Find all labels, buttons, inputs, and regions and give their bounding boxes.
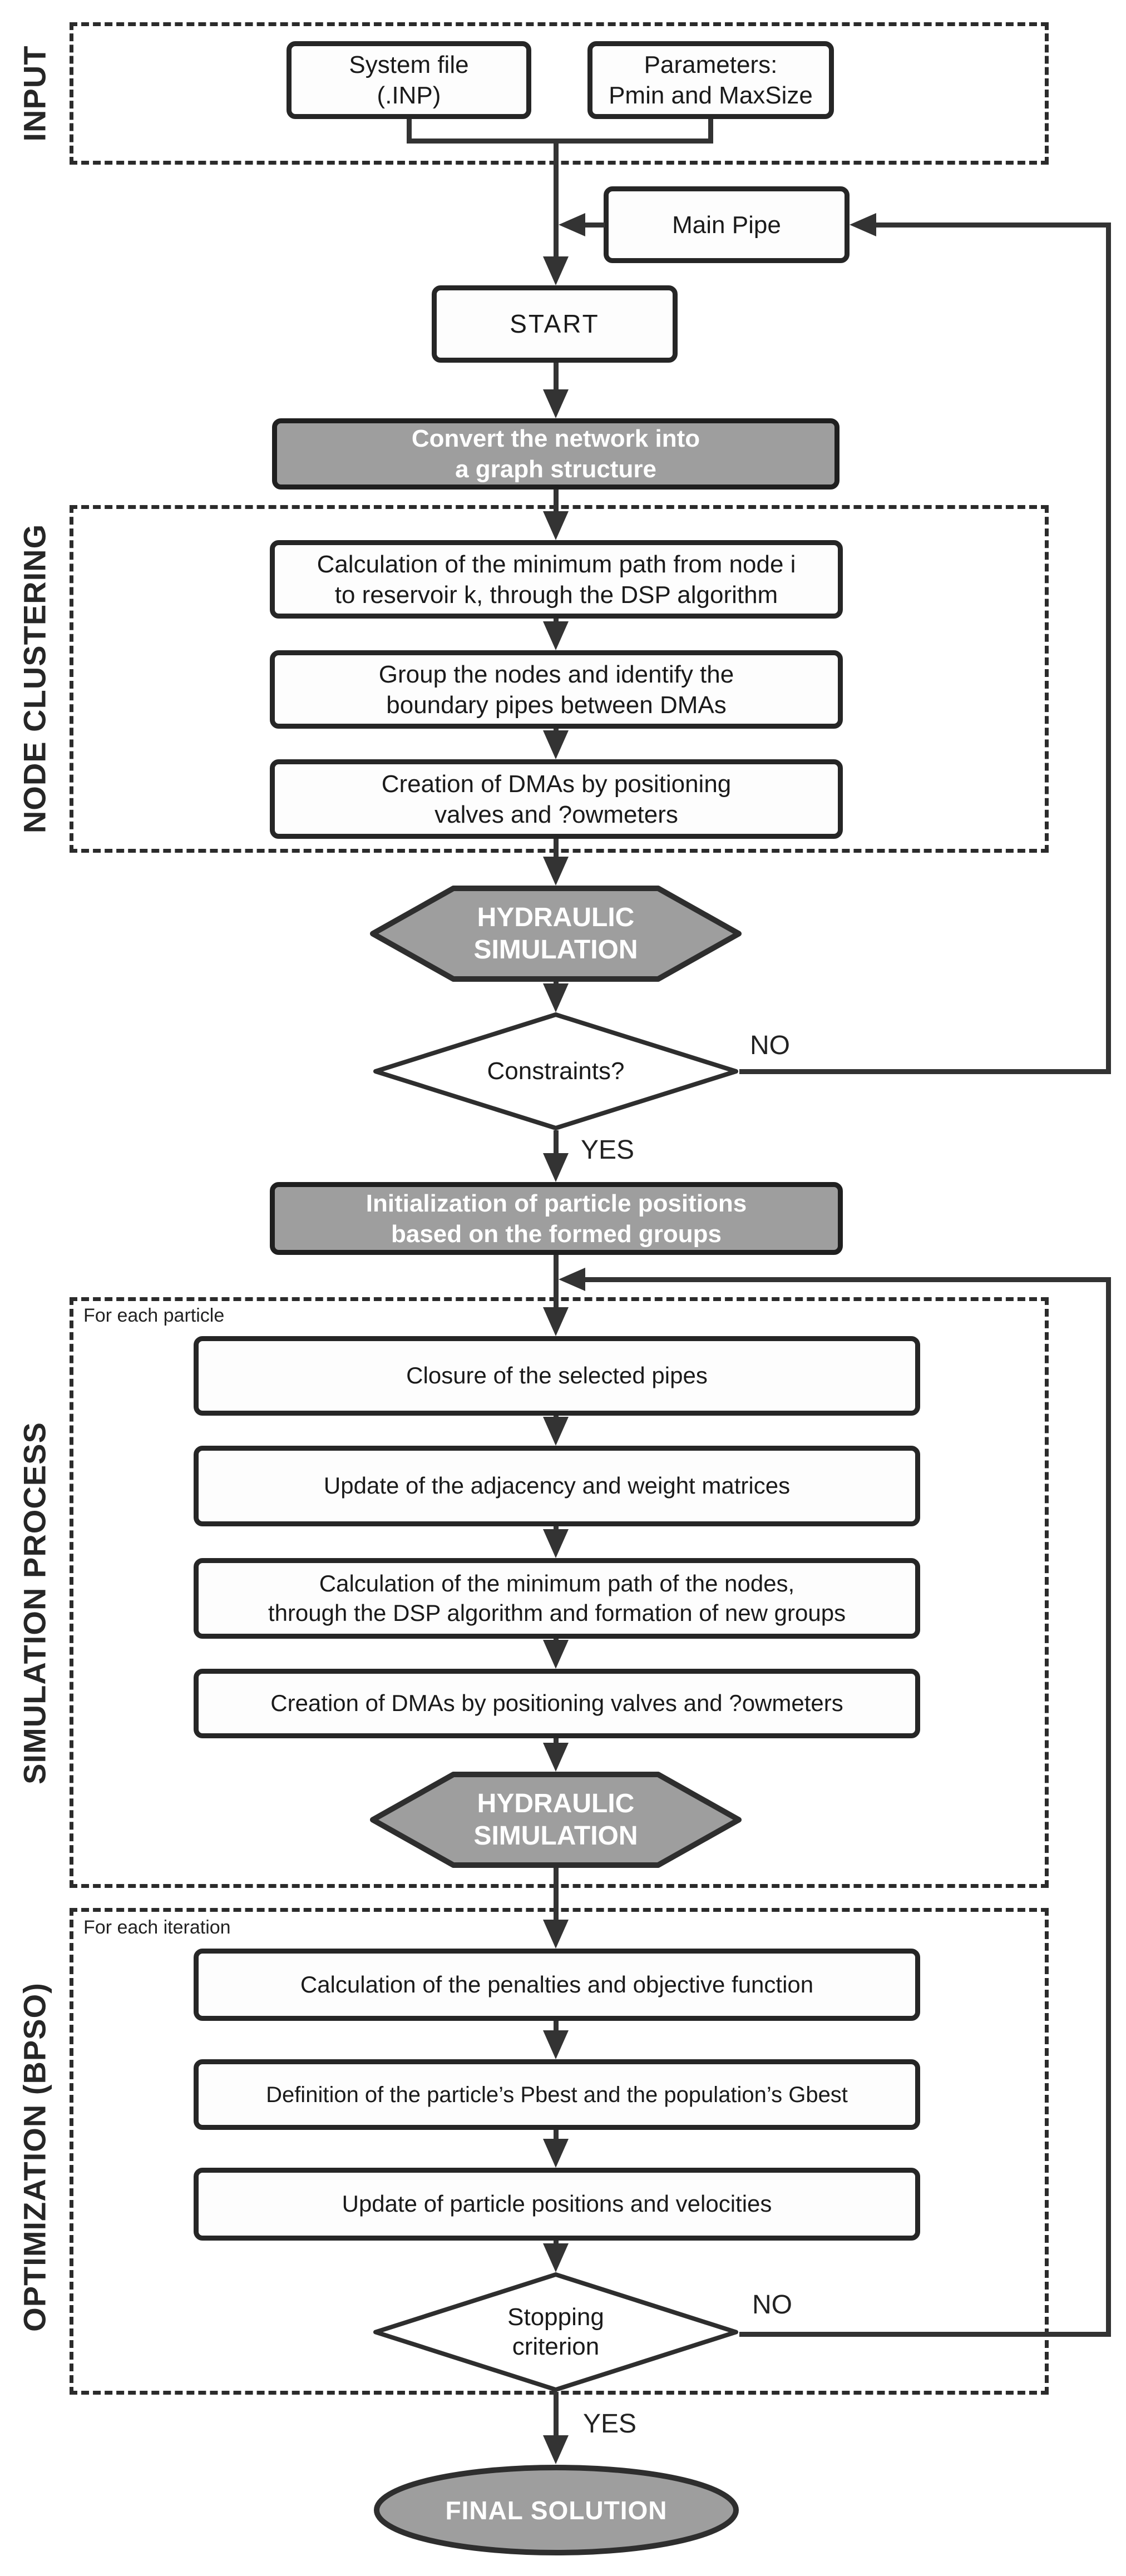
connector-line <box>554 2021 559 2031</box>
arrowhead-left <box>850 213 876 236</box>
connector-line <box>554 363 559 390</box>
input-section-outline <box>70 22 1049 165</box>
arrowhead-down <box>543 2030 569 2059</box>
arrowhead-down <box>543 2435 569 2464</box>
hexagon-shape <box>370 886 742 982</box>
node-hydraulic-simulation-2: HYDRAULIC SIMULATION <box>370 1772 742 1868</box>
connector-line <box>584 223 605 228</box>
arrowhead-down <box>543 1920 569 1949</box>
section-label-input: INPUT <box>17 45 52 142</box>
connector-line <box>407 139 713 144</box>
section-label-node-clustering: NODE CLUSTERING <box>17 523 52 834</box>
node-sp-create-dmas: Creation of DMAs by positioning valves a… <box>194 1669 920 1738</box>
arrowhead-down <box>543 1307 569 1336</box>
connector-line <box>554 1738 559 1743</box>
connector-line <box>554 839 559 859</box>
connector-line <box>554 1868 559 1921</box>
node-hydraulic-simulation-1: HYDRAULIC SIMULATION <box>370 886 742 982</box>
arrowhead-down <box>543 1153 569 1182</box>
arrowhead-down <box>543 730 569 759</box>
arrowhead-down <box>543 857 569 886</box>
node-main-pipe: Main Pipe <box>604 186 850 263</box>
connector-line <box>554 1130 559 1154</box>
arrowhead-left <box>559 1268 585 1291</box>
diamond-label: Stopping criterion <box>507 2303 604 2360</box>
node-convert-graph: Convert the network into a graph structu… <box>272 418 839 490</box>
edge-label-no: NO <box>752 2290 792 2320</box>
node-system-file: System file (.INP) <box>287 41 531 119</box>
node-sp-min-path: Calculation of the minimum path of the n… <box>194 1558 920 1639</box>
connector-line <box>554 2392 559 2437</box>
arrowhead-left <box>559 213 585 236</box>
arrowhead-down <box>543 1529 569 1558</box>
arrowhead-down <box>543 1743 569 1772</box>
section-label-optimization: OPTIMIZATION (BPSO) <box>17 1982 52 2332</box>
arrowhead-down <box>543 511 569 540</box>
node-constraints-decision: Constraints? <box>373 1012 738 1130</box>
edge-label-yes: YES <box>581 1135 635 1165</box>
node-parameters: Parameters: Pmin and MaxSize <box>587 41 834 119</box>
section-label-simulation-process: SIMULATION PROCESS <box>17 1422 52 1784</box>
node-opt-update: Update of particle positions and velocit… <box>194 2168 920 2241</box>
node-stopping-decision: Stopping criterion <box>373 2272 738 2392</box>
ellipse-shape <box>374 2465 739 2555</box>
node-nc-min-path: Calculation of the minimum path from nod… <box>270 540 843 619</box>
node-opt-best: Definition of the particle’s Pbest and t… <box>194 2059 920 2130</box>
diamond-shape <box>373 2272 738 2392</box>
feedback-line-stopping-no <box>1106 1277 1111 2337</box>
connector-line <box>554 1255 559 1311</box>
connector-line <box>554 2241 559 2245</box>
feedback-line <box>585 1277 1111 1282</box>
node-nc-group-nodes: Group the nodes and identify the boundar… <box>270 650 843 729</box>
arrowhead-down <box>543 2243 569 2272</box>
diamond-shape <box>373 1012 738 1130</box>
feedback-line <box>875 223 1111 228</box>
arrowhead-down <box>543 256 569 285</box>
ellipse-label: FINAL SOLUTION <box>445 2495 668 2525</box>
node-start: START <box>432 285 678 363</box>
simulation-process-section-outline <box>70 1297 1049 1888</box>
connector-line <box>407 119 412 144</box>
diamond-label: Constraints? <box>487 1057 625 1085</box>
loop-label-for-each-particle: For each particle <box>83 1305 225 1326</box>
arrowhead-down <box>543 1640 569 1669</box>
node-clustering-section-outline <box>70 505 1049 853</box>
node-init-particles: Initialization of particle positions bas… <box>270 1182 843 1255</box>
node-sp-closure: Closure of the selected pipes <box>194 1336 920 1416</box>
arrowhead-down <box>543 621 569 650</box>
connector-line <box>708 119 713 144</box>
arrowhead-down <box>543 389 569 418</box>
edge-label-yes: YES <box>583 2409 637 2439</box>
feedback-line-constraints-no <box>1106 223 1111 1074</box>
loop-label-for-each-iteration: For each iteration <box>83 1917 231 1938</box>
connector-line <box>554 619 559 623</box>
stopping-no-line <box>739 2332 1111 2337</box>
node-nc-create-dmas: Creation of DMAs by positioning valves a… <box>270 759 843 839</box>
node-opt-penalties: Calculation of the penalties and objecti… <box>194 1949 920 2021</box>
arrowhead-down <box>543 1417 569 1446</box>
hexagon-shape <box>370 1772 742 1868</box>
hexagon-label: HYDRAULIC SIMULATION <box>473 1788 638 1851</box>
constraints-no-line <box>739 1069 1111 1074</box>
node-sp-update-matrices: Update of the adjacency and weight matri… <box>194 1446 920 1526</box>
node-final-solution: FINAL SOLUTION <box>373 2464 739 2556</box>
optimization-section-outline <box>70 1908 1049 2395</box>
connector-line <box>554 141 559 258</box>
hexagon-label: HYDRAULIC SIMULATION <box>473 902 638 965</box>
connector-line <box>554 490 559 513</box>
connector-line <box>554 2130 559 2140</box>
edge-label-no: NO <box>750 1031 790 1060</box>
arrowhead-down <box>543 2139 569 2168</box>
connector-line <box>554 1526 559 1531</box>
arrowhead-down <box>543 983 569 1012</box>
